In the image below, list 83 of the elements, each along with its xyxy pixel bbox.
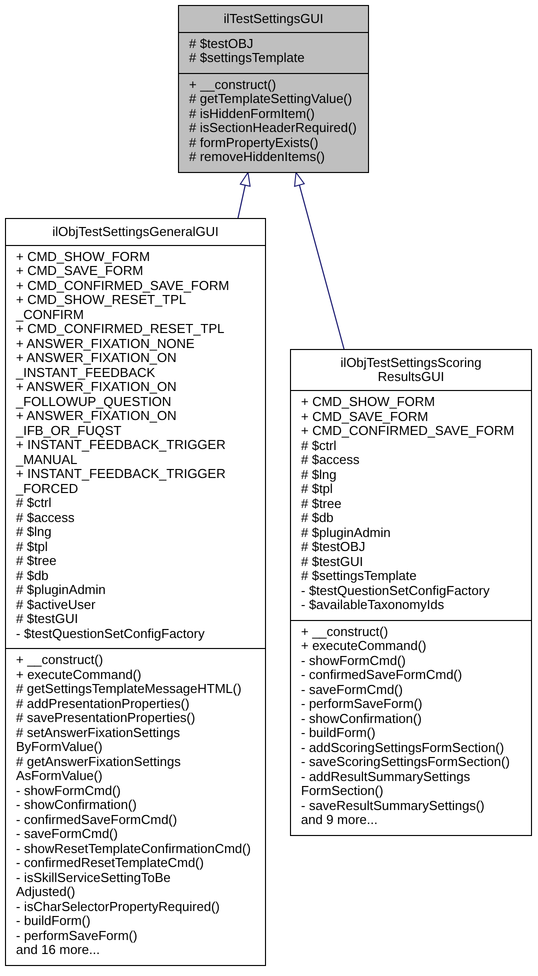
attribute-text: + INSTANT_FEEDBACK_TRIGGER _MANUAL <box>16 438 226 467</box>
method-text: - buildForm() <box>301 726 376 740</box>
attribute-text: # $pluginAdmin <box>301 526 391 540</box>
attribute-text: + ANSWER_FIXATION_ON _FOLLOWUP_QUESTION <box>16 380 176 409</box>
method-text: - isCharSelectorPropertyRequired() <box>16 900 220 914</box>
method-text: - confirmedResetTemplateCmd() <box>16 856 204 870</box>
attribute-text: # $settingsTemplate <box>301 569 417 584</box>
attribute-text: + CMD_SAVE_FORM <box>301 410 428 424</box>
attribute-text: # $ctrl <box>16 496 52 510</box>
attribute-text: # $testOBJ <box>189 36 254 51</box>
attribute-text: # $activeUser <box>16 598 96 612</box>
class-name: ilObjTestSettingsScoring ResultsGUI <box>340 356 482 384</box>
attribute-text: + CMD_SHOW_RESET_TPL _CONFIRM <box>16 293 186 322</box>
attribute-text: # $db <box>16 568 49 583</box>
method-text: - showResetTemplateConfirmationCmd() <box>16 842 251 856</box>
attribute-text: + CMD_CONFIRMED_RESET_TPL <box>16 322 224 336</box>
method-text: - saveResultSummarySettings() <box>301 798 484 813</box>
inheritance-arrow <box>237 172 251 218</box>
method-text: - confirmedSaveFormCmd() <box>16 812 178 827</box>
method-text: + executeCommand() <box>301 639 426 654</box>
class-box <box>178 5 369 172</box>
attribute-text: # $lng <box>16 525 52 540</box>
attribute-text: + INSTANT_FEEDBACK_TRIGGER _FORCED <box>16 467 226 496</box>
method-text: - performSaveForm() <box>301 697 422 712</box>
class-box <box>290 349 532 836</box>
method-text: # getTemplateSettingValue() <box>189 92 352 106</box>
class-name: ilTestSettingsGUI <box>224 12 324 26</box>
method-text: - saveFormCmd() <box>301 682 403 697</box>
method-text: # removeHiddenItems() <box>189 150 325 164</box>
attribute-text: # $testGUI <box>301 554 364 569</box>
attribute-text: + CMD_CONFIRMED_SAVE_FORM <box>301 424 514 438</box>
method-text: + __construct() <box>301 624 388 639</box>
method-text: - isSkillServiceSettingToBe Adjusted() <box>16 870 171 900</box>
method-text: # savePresentationProperties() <box>16 711 196 726</box>
more-members-note: and 9 more... <box>301 813 378 828</box>
method-text: # isSectionHeaderRequired() <box>189 121 357 136</box>
method-text: # formPropertyExists() <box>189 136 318 150</box>
attribute-text: - $availableTaxonomyIds <box>301 598 444 612</box>
attribute-text: + CMD_CONFIRMED_SAVE_FORM <box>16 278 230 293</box>
method-text: + __construct() <box>16 653 104 668</box>
attribute-text: + CMD_SHOW_FORM <box>16 250 150 264</box>
method-text: # setAnswerFixationSettings ByFormValue() <box>16 726 180 754</box>
method-text: - saveScoringSettingsFormSection() <box>301 755 510 770</box>
method-text: - performSaveForm() <box>16 928 138 943</box>
method-text: # addPresentationProperties() <box>16 696 190 711</box>
attribute-text: + CMD_SHOW_FORM <box>301 395 435 410</box>
attribute-text: # $access <box>16 510 75 525</box>
attribute-text: - $testQuestionSetConfigFactory <box>16 626 205 641</box>
attribute-text: # $tree <box>301 496 342 511</box>
method-text: # isHiddenFormItem() <box>189 106 315 121</box>
attribute-text: - $testQuestionSetConfigFactory <box>301 584 490 598</box>
method-text: # getAnswerFixationSettings AsFormValue() <box>16 754 181 784</box>
method-text: - showConfirmation() <box>16 798 137 812</box>
attribute-text: # $tpl <box>301 482 333 496</box>
attribute-text: + ANSWER_FIXATION_ON _IFB_OR_FUQST <box>16 409 176 438</box>
method-text: - confirmedSaveFormCmd() <box>301 668 462 682</box>
attribute-text: # $testGUI <box>16 612 78 626</box>
method-text: - buildForm() <box>16 914 90 928</box>
method-text: - saveFormCmd() <box>16 827 118 842</box>
attribute-text: # $testOBJ <box>301 540 366 554</box>
method-text: - showFormCmd() <box>16 784 121 798</box>
attribute-text: # $pluginAdmin <box>16 583 106 598</box>
attribute-text: + CMD_SAVE_FORM <box>16 264 144 278</box>
method-text: # getSettingsTemplateMessageHTML() <box>16 682 242 696</box>
attribute-text: # $settingsTemplate <box>189 51 305 66</box>
attribute-text: # $access <box>301 453 360 468</box>
method-text: - addScoringSettingsFormSection() <box>301 740 504 755</box>
attribute-text: + ANSWER_FIXATION_ON _INSTANT_FEEDBACK <box>16 351 176 380</box>
method-text: + executeCommand() <box>16 668 142 682</box>
method-text: + __construct() <box>189 78 276 92</box>
class-box <box>5 218 266 966</box>
method-text: - showFormCmd() <box>301 654 406 668</box>
attribute-text: + ANSWER_FIXATION_NONE <box>16 336 195 351</box>
attribute-text: # $db <box>301 511 334 526</box>
method-text: - showConfirmation() <box>301 712 422 726</box>
class-name: ilObjTestSettingsGeneralGUI <box>52 224 219 239</box>
attribute-text: # $tree <box>16 554 56 568</box>
method-text: - addResultSummarySettings FormSection() <box>301 770 470 798</box>
more-members-note: and 16 more... <box>16 943 100 958</box>
attribute-text: # $ctrl <box>301 438 336 453</box>
attribute-text: # $lng <box>301 468 336 482</box>
inheritance-arrow <box>294 172 345 350</box>
attribute-text: # $tpl <box>16 540 48 554</box>
